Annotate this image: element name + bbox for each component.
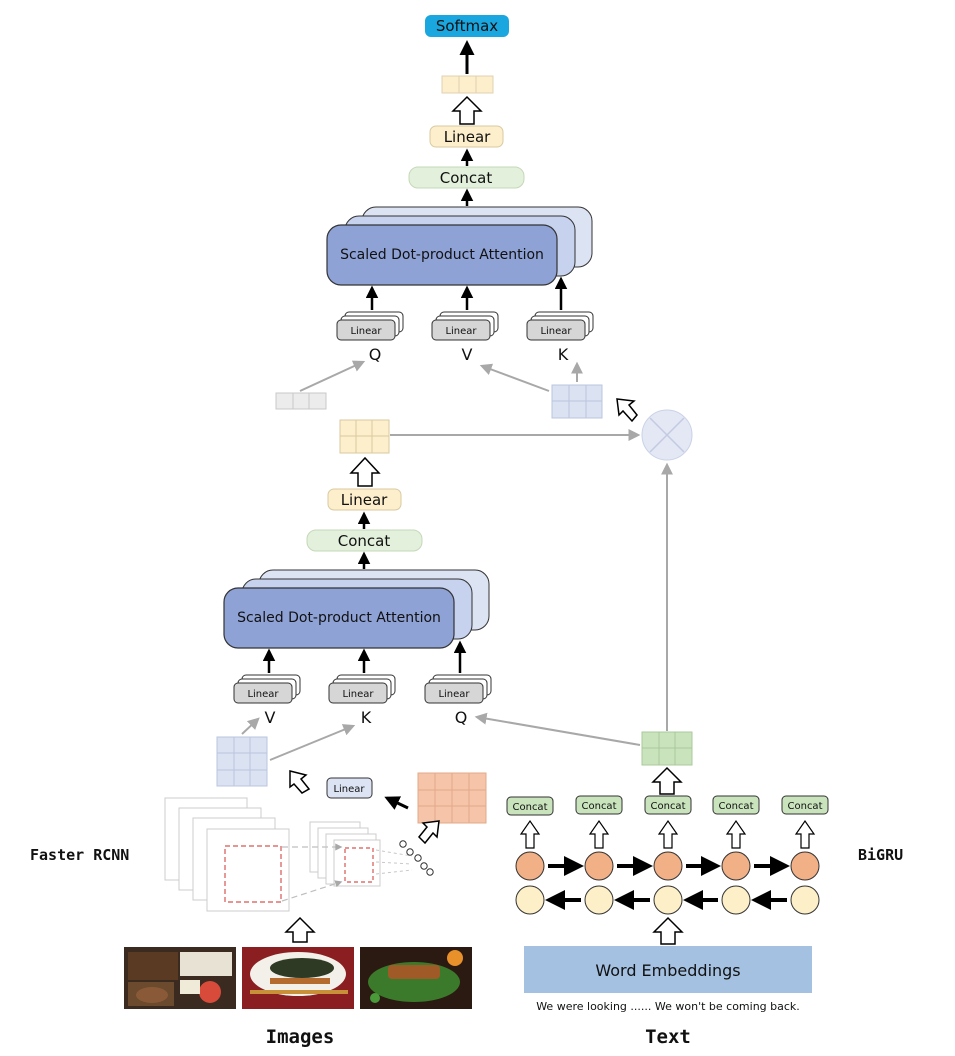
region-features-grid: [417, 772, 487, 824]
gru-concat-4-label: Concat: [719, 801, 754, 812]
food-image-1: [124, 947, 236, 1009]
faster-rcnn-feature-maps: [164, 797, 290, 912]
mixed-grid-top-right: [551, 384, 603, 419]
input-sentence: We were looking ...... We won't be comin…: [536, 1000, 800, 1013]
image-features-grid: [339, 419, 390, 454]
gru-up-arrows: [519, 819, 816, 849]
top-v-label: V: [462, 345, 473, 364]
hollow-arrow-images-up: [284, 916, 316, 943]
top-output-vector: [441, 75, 494, 94]
roi-pooled-maps: [309, 821, 381, 887]
hollow-arrow-concat-to-text-grid: [651, 766, 683, 795]
top-attention-label: Scaled Dot-product Attention: [340, 247, 544, 263]
gray-vector-q-source: [275, 392, 327, 410]
word-embeddings-label: Word Embeddings: [595, 961, 740, 980]
softmax-box: Softmax: [425, 15, 509, 37]
gru-concat-1-label: Concat: [513, 802, 548, 813]
hollow-arrow-embeddings-up: [652, 916, 684, 945]
top-linear-v: Linear: [431, 311, 499, 341]
cross-circle: [641, 409, 693, 461]
bottom-q-label: Q: [455, 708, 468, 727]
top-concat-label: Concat: [440, 169, 493, 187]
top-k-label: K: [558, 345, 569, 364]
top-q-label: Q: [369, 345, 382, 364]
arrow-grid-to-k-bottom: [269, 724, 356, 761]
bottom-linear-q: Linear: [424, 674, 492, 704]
hollow-arrow-circle-to-grid: [616, 398, 638, 423]
gru-concat-3-label: Concat: [651, 801, 686, 812]
hollow-arrow-pool-to-regions: [417, 820, 440, 845]
gru-backward-cells: [515, 885, 820, 915]
hollow-arrow-top: [451, 95, 483, 125]
small-linear-box: Linear: [326, 777, 373, 799]
hollow-arrow-linear-to-grid: [349, 456, 381, 487]
bottom-concat-box: Concat: [306, 529, 423, 552]
top-linear-k-label: Linear: [540, 326, 572, 337]
bottom-linear-k-label: Linear: [342, 689, 374, 700]
top-linear-q: Linear: [336, 311, 404, 341]
food-image-3: [360, 947, 472, 1009]
small-linear-label: Linear: [333, 784, 365, 795]
text-label: Text: [645, 1026, 691, 1048]
arrow-regions-to-small-linear: [384, 796, 409, 810]
text-features-grid: [641, 731, 693, 766]
dashed-roi-bottom: [281, 880, 343, 902]
arrow-text-grid-to-q-bottom: [474, 712, 641, 746]
bottom-linear-box: Linear: [327, 488, 402, 511]
mixed-grid-bottom-left: [216, 736, 268, 787]
bigru-concat-row: Concat Concat Concat Concat Concat: [506, 795, 829, 816]
bottom-linear-v-label: Linear: [247, 689, 279, 700]
word-embeddings-box: Word Embeddings: [524, 946, 812, 993]
bottom-attention-block: Scaled Dot-product Attention: [223, 569, 490, 649]
bottom-concat-label: Concat: [338, 532, 391, 550]
top-linear-label: Linear: [444, 128, 491, 146]
bottom-k-label: K: [361, 708, 372, 727]
gru-concat-2-label: Concat: [582, 801, 617, 812]
top-linear-q-label: Linear: [350, 326, 382, 337]
softmax-label: Softmax: [436, 17, 498, 35]
arrow-grid-to-v-top: [479, 363, 550, 392]
pooling-dots: [375, 840, 434, 876]
hollow-arrow-linear-to-mixed-grid: [289, 770, 311, 794]
arrow-grid-to-v-bottom: [241, 717, 260, 735]
gru-concat-5-label: Concat: [788, 801, 823, 812]
bigru-label: BiGRU: [858, 846, 903, 864]
images-label: Images: [266, 1026, 335, 1048]
top-concat-box: Concat: [408, 166, 525, 189]
bottom-linear-v: Linear: [233, 674, 301, 704]
bottom-attention-label: Scaled Dot-product Attention: [237, 610, 441, 626]
bottom-linear-label: Linear: [341, 491, 388, 509]
top-linear-v-label: Linear: [445, 326, 477, 337]
top-attention-block: Scaled Dot-product Attention: [326, 206, 593, 286]
top-linear-box: Linear: [429, 125, 504, 148]
bottom-linear-q-label: Linear: [438, 689, 470, 700]
bottom-linear-k: Linear: [328, 674, 396, 704]
gru-forward-cells: [515, 851, 820, 881]
food-image-2: [242, 947, 354, 1009]
faster-rcnn-label: Faster RCNN: [30, 846, 129, 864]
bottom-v-label: V: [265, 708, 276, 727]
top-linear-k: Linear: [526, 311, 594, 341]
arrow-vector-to-q-top: [299, 360, 366, 392]
